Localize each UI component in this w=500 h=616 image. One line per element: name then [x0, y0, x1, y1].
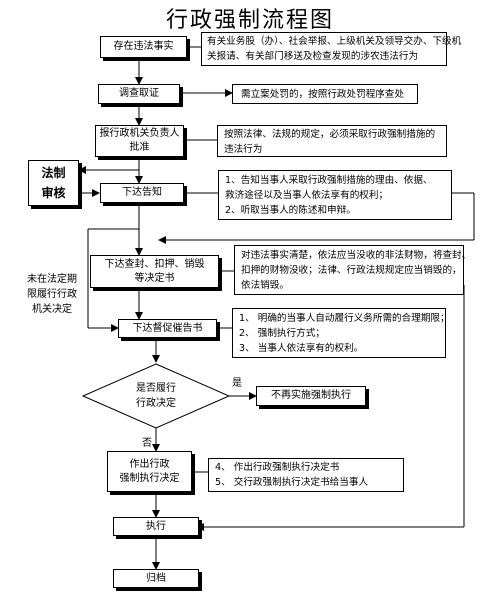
step-violation: 存在违法事实: [100, 36, 187, 58]
step-archive: 归档: [113, 569, 199, 588]
note-penalty: 需立案处罚的，按照行政处罚程序查处: [232, 84, 418, 104]
step-no-enforce: 不再实施强制执行: [256, 386, 366, 406]
note-inform: 1、告知当事人采取行政强制措施的理由、依据、 救济途径以及当事人依法享有的权利；…: [218, 170, 452, 220]
step-enforce-decision: 作出行政 强制执行决定: [107, 451, 192, 492]
label-yes: 是: [232, 378, 242, 389]
note-urge-content: 1、 明确的当事人自动履行义务所需的合理期限； 2、 强制执行方式； 3、 当事…: [232, 308, 450, 358]
overdue-note: 未在法定期 限履行行政 机关决定: [27, 274, 77, 315]
step-approval: 报行政机关负责人 批准: [95, 125, 184, 157]
decision-text: 是否履行 行政决定: [136, 383, 176, 409]
note-enforce-content: 4、 作出行政强制执行决定书 5、 交行政强制执行决定书给当事人: [208, 458, 404, 492]
step-execute: 执行: [113, 517, 199, 536]
label-no: 否: [142, 438, 152, 449]
note-mandatory: 按照法律、法规的规定，必须采取行政强制措施的 违法行为: [217, 125, 447, 157]
decision-diamond: [81, 363, 231, 429]
step-notify: 下达告知: [100, 183, 184, 203]
note-sources: 有关业务股（办）、社会举报、上级机关及领导交办、下级机 关报请、有关部门移送及检…: [201, 32, 461, 66]
diagram-title: 行政强制流程图: [165, 8, 334, 33]
step-seizure-decision: 下达查封、扣押、销毁 等决定书: [90, 255, 219, 288]
note-confiscate: 对违法事实清楚，依法应当没收的非法财物，将查封、 扣押的财物没收；法律、行政法规…: [234, 245, 471, 295]
step-urge-notice: 下达督促催告书: [118, 319, 217, 338]
step-investigate: 调查取证: [98, 84, 180, 104]
legal-review: 法制 审核: [28, 160, 79, 206]
